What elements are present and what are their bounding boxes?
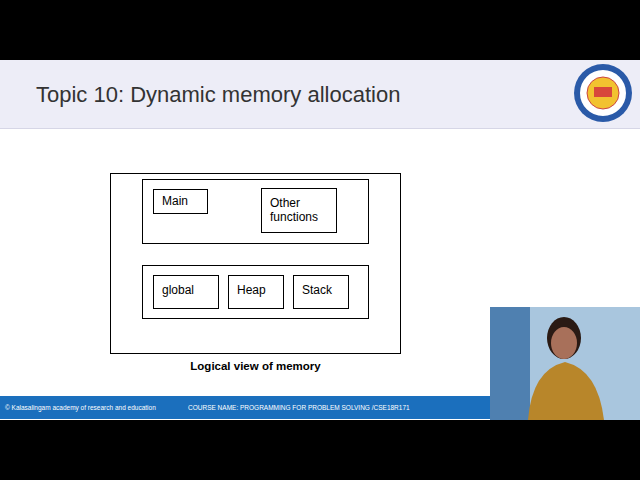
webcam-view bbox=[490, 307, 640, 420]
box-label: Main bbox=[162, 194, 199, 208]
memory-segment-box: Heap bbox=[228, 275, 284, 309]
box-label: Stack bbox=[302, 283, 340, 297]
slide-title: Topic 10: Dynamic memory allocation bbox=[36, 82, 400, 108]
logo-center bbox=[587, 77, 619, 109]
function-box: Other functions bbox=[261, 188, 337, 233]
webcam-background bbox=[490, 307, 640, 420]
box-label: Heap bbox=[237, 283, 275, 297]
footer-text: COURSE NAME: PROGRAMMING FOR PROBLEM SOL… bbox=[188, 404, 410, 411]
data-group-box: global Heap Stack bbox=[142, 265, 369, 319]
presenter-face bbox=[551, 327, 577, 359]
presenter-hair bbox=[547, 317, 581, 359]
code-group-box: Main Other functions bbox=[142, 179, 369, 244]
memory-segment-box: Stack bbox=[293, 275, 349, 309]
logo-gear bbox=[574, 64, 632, 122]
box-label: global bbox=[162, 283, 210, 297]
webcam-wall bbox=[490, 307, 530, 420]
college-logo bbox=[574, 64, 632, 122]
function-box: Main bbox=[153, 189, 208, 214]
memory-box: Main Other functions global Heap Stack bbox=[110, 173, 401, 354]
memory-segment-box: global bbox=[153, 275, 219, 309]
logo-ring bbox=[579, 69, 627, 117]
logo-emblem bbox=[594, 87, 612, 97]
title-band: Topic 10: Dynamic memory allocation bbox=[0, 60, 640, 129]
box-label: Other functions bbox=[270, 196, 328, 224]
diagram-caption: Logical view of memory bbox=[110, 360, 401, 372]
footer-text: © Kalasalingam academy of research and e… bbox=[5, 404, 156, 411]
presenter-body bbox=[528, 362, 604, 420]
